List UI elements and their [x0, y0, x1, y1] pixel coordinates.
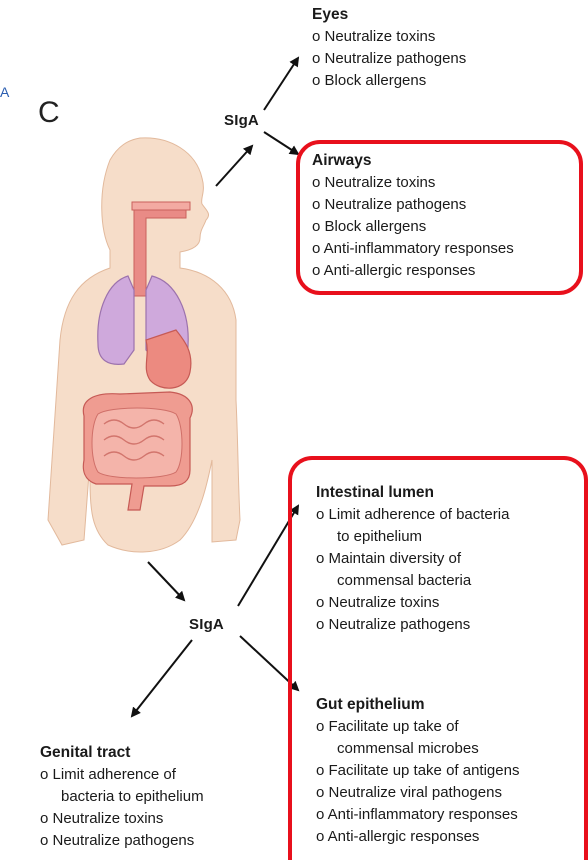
gut-epithelium-item: o Facilitate up take of antigens	[316, 760, 519, 782]
arrow-to-siga-top	[216, 146, 252, 186]
genital-tract-item: o Limit adherence of bacteria to epithel…	[40, 764, 204, 808]
body-silhouette	[48, 138, 240, 552]
item-text: o Limit adherence of	[40, 766, 176, 783]
airways-title: Airways	[312, 150, 514, 172]
siga-label-upper: SIgA	[224, 112, 259, 129]
item-continuation: commensal bacteria	[316, 570, 509, 592]
stray-mark: A	[0, 84, 9, 100]
intestinal-lumen-item: o Maintain diversity of commensal bacter…	[316, 548, 509, 592]
airways-item: o Neutralize toxins	[312, 172, 514, 194]
arrow-to-eyes	[264, 58, 298, 110]
genital-tract-item: o Neutralize toxins	[40, 808, 204, 830]
airways-item: o Anti-allergic responses	[312, 260, 514, 282]
intestinal-lumen-block: Intestinal lumen o Limit adherence of ba…	[316, 482, 509, 636]
eyes-item: o Neutralize pathogens	[312, 48, 466, 70]
gut-epithelium-item: o Anti-allergic responses	[316, 826, 519, 848]
eyes-title: Eyes	[312, 4, 466, 26]
panel-label: C	[38, 96, 60, 130]
item-text: o Facilitate up take of	[316, 718, 459, 735]
item-text: o Limit adherence of bacteria	[316, 506, 509, 523]
gut-epithelium-item: o Neutralize viral pathogens	[316, 782, 519, 804]
item-continuation: to epithelium	[316, 526, 509, 548]
item-continuation: bacteria to epithelium	[40, 786, 204, 808]
intestinal-lumen-title: Intestinal lumen	[316, 482, 509, 504]
eyes-block: Eyes o Neutralize toxins o Neutralize pa…	[312, 4, 466, 92]
gut-epithelium-item: o Facilitate up take of commensal microb…	[316, 716, 519, 760]
airways-item: o Anti-inflammatory responses	[312, 238, 514, 260]
arrow-to-airways	[264, 132, 298, 154]
item-continuation: commensal microbes	[316, 738, 519, 760]
genital-tract-title: Genital tract	[40, 742, 204, 764]
airways-block: Airways o Neutralize toxins o Neutralize…	[312, 150, 514, 282]
gut-epithelium-title: Gut epithelium	[316, 694, 519, 716]
arrow-to-siga-bottom	[148, 562, 184, 600]
item-text: o Maintain diversity of	[316, 550, 461, 567]
genital-tract-block: Genital tract o Limit adherence of bacte…	[40, 742, 204, 852]
airways-item: o Neutralize pathogens	[312, 194, 514, 216]
genital-tract-item: o Neutralize pathogens	[40, 830, 204, 852]
eyes-item: o Neutralize toxins	[312, 26, 466, 48]
intestinal-lumen-item: o Neutralize toxins	[316, 592, 509, 614]
mouth-tube	[132, 202, 190, 210]
eyes-item: o Block allergens	[312, 70, 466, 92]
gut-epithelium-block: Gut epithelium o Facilitate up take of c…	[316, 694, 519, 848]
siga-label-lower: SIgA	[189, 616, 224, 633]
intestinal-lumen-item: o Neutralize pathogens	[316, 614, 509, 636]
airways-item: o Block allergens	[312, 216, 514, 238]
intestinal-lumen-item: o Limit adherence of bacteria to epithel…	[316, 504, 509, 548]
arrow-to-genital-tract	[132, 640, 192, 716]
gut-epithelium-item: o Anti-inflammatory responses	[316, 804, 519, 826]
